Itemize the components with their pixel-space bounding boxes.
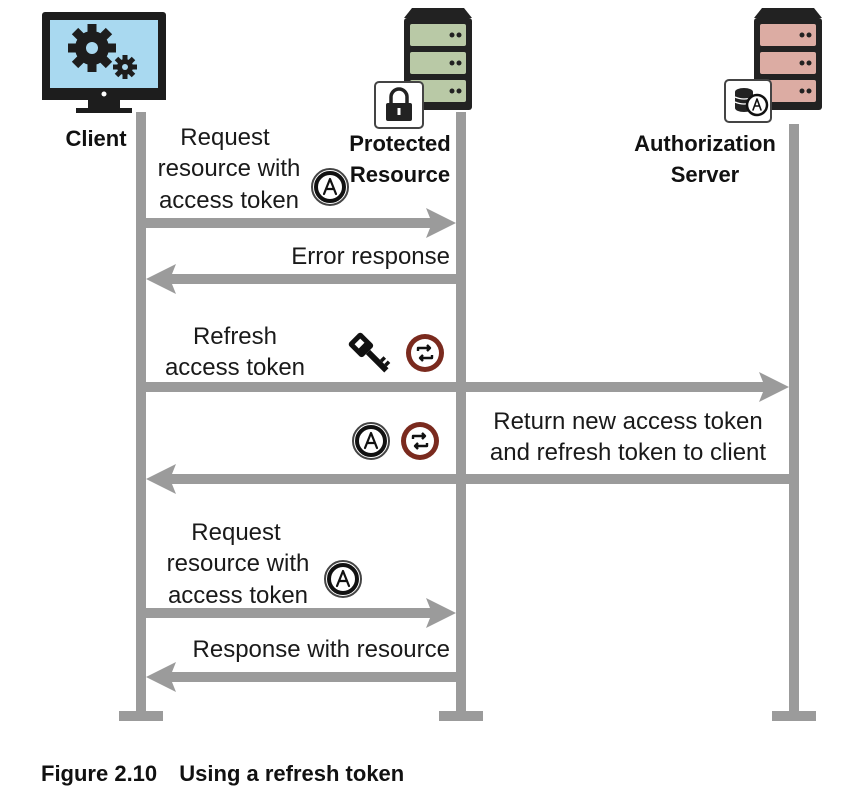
authorization-server-label-line2: Server xyxy=(671,162,740,187)
protected-resource-label-line1: Protected xyxy=(349,131,450,156)
client-lifeline-base xyxy=(119,711,163,721)
arrow-response-resource xyxy=(146,662,456,692)
access-token-icon xyxy=(310,167,350,207)
message-4-line1: Return new access token xyxy=(493,408,762,435)
arrow-refresh-request xyxy=(146,372,789,402)
key-icon xyxy=(348,332,391,373)
figure-caption: Figure 2.10 Using a refresh token xyxy=(41,761,404,786)
message-2-label: Error response xyxy=(291,243,450,270)
resource-lifeline xyxy=(456,112,466,717)
client-label: Client xyxy=(65,126,127,151)
server-lock-icon xyxy=(374,8,472,129)
lifelines xyxy=(119,112,816,721)
message-3-line1: Refresh xyxy=(193,323,277,350)
arrow-return-tokens xyxy=(146,464,789,494)
refresh-token-icon xyxy=(404,332,446,374)
server-coin-icon xyxy=(724,8,822,123)
resource-lifeline-base xyxy=(439,711,483,721)
message-6-label: Response with resource xyxy=(193,636,450,663)
access-token-icon xyxy=(351,421,391,461)
auth-server-lifeline-base xyxy=(772,711,816,721)
message-5-line2: resource with xyxy=(167,550,310,577)
arrow-request-1 xyxy=(146,208,456,238)
arrow-request-2 xyxy=(146,598,456,628)
client-lifeline xyxy=(136,112,146,717)
authorization-server-label-line1: Authorization xyxy=(634,131,776,156)
figure-number: Figure 2.10 xyxy=(41,761,157,786)
message-1-line1: Request xyxy=(180,124,270,151)
message-1-line3: access token xyxy=(159,187,299,214)
monitor-gear-icon xyxy=(42,12,166,113)
refresh-token-icon xyxy=(399,420,441,462)
access-token-icon xyxy=(323,559,363,599)
lock-icon xyxy=(374,81,424,129)
message-5-line1: Request xyxy=(191,519,281,546)
message-4-line2: and refresh token to client xyxy=(490,439,766,466)
auth-server-lifeline xyxy=(789,124,799,717)
figure-title: Using a refresh token xyxy=(179,761,404,786)
token-store-icon xyxy=(724,79,772,123)
message-3-line2: access token xyxy=(165,354,305,381)
protected-resource-label-line2: Resource xyxy=(350,162,450,187)
message-5-line3: access token xyxy=(168,582,308,609)
arrow-error-response xyxy=(146,264,456,294)
message-1-line2: resource with xyxy=(158,155,301,182)
